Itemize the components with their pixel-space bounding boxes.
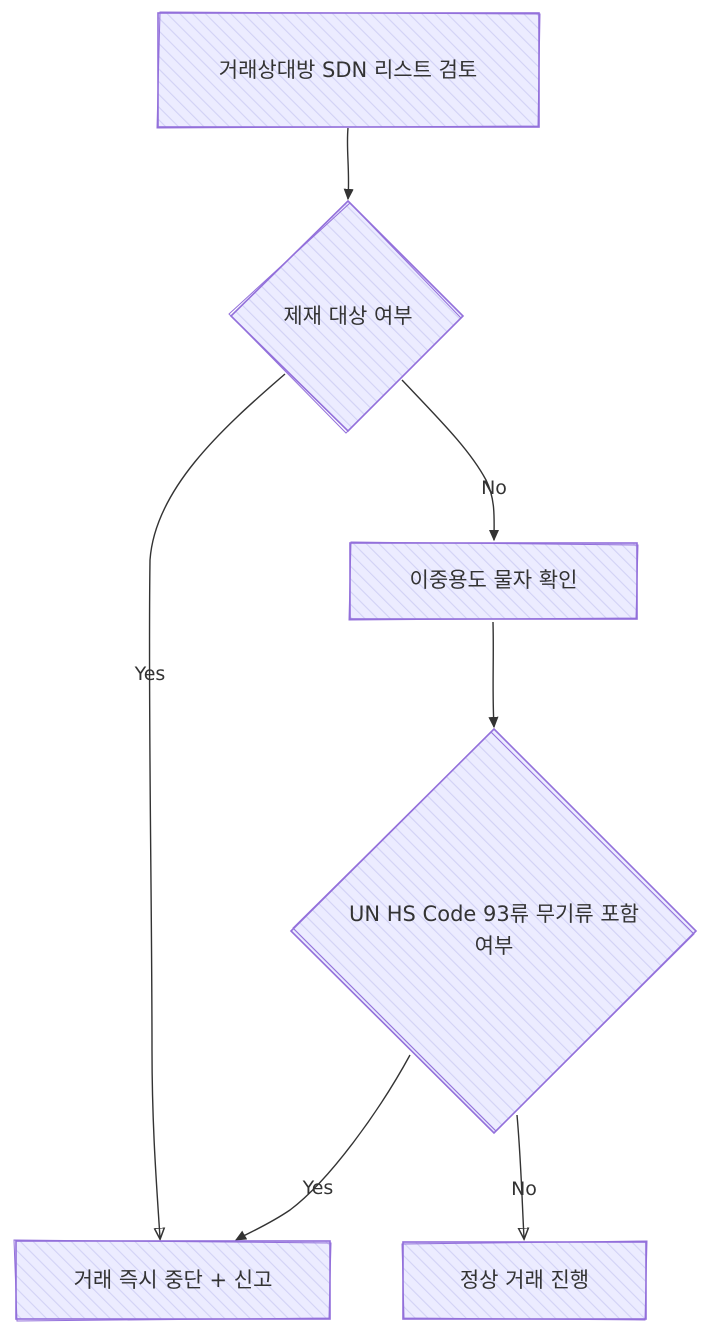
nodes (13, 11, 698, 1322)
node-stop-outline (13, 1239, 332, 1322)
node-proceed-box[interactable] (402, 1241, 647, 1320)
node-hs-code-outline (292, 731, 695, 1132)
node-hs-code-diamond[interactable] (289, 727, 698, 1135)
node-sanction-outline (228, 202, 462, 434)
edge-review-to-sanction (343, 127, 354, 201)
edge-hs-code-yes-to-stop (234, 1054, 411, 1241)
edges (148, 127, 524, 1241)
node-dual-use-outline (348, 541, 639, 621)
edge-sanction-yes-to-stop (148, 373, 286, 1238)
edge-label-hs-yes: Yes (302, 1177, 334, 1199)
edge-dual-use-to-hs-code (488, 621, 499, 729)
edge-label-hs-no: No (511, 1178, 537, 1200)
node-review-box[interactable] (157, 12, 540, 128)
node-sanction-diamond[interactable] (229, 199, 465, 433)
node-dual-use-box[interactable] (349, 542, 638, 620)
edge-sanction-no-to-dual-use (401, 379, 500, 542)
edge-hs-code-no-to-proceed (516, 1114, 524, 1238)
node-proceed-outline (401, 1240, 648, 1321)
node-stop-box[interactable] (15, 1240, 331, 1320)
node-review-outline (156, 11, 541, 129)
edge-label-sanction-yes: Yes (134, 663, 166, 685)
edge-label-sanction-no: No (481, 477, 507, 499)
